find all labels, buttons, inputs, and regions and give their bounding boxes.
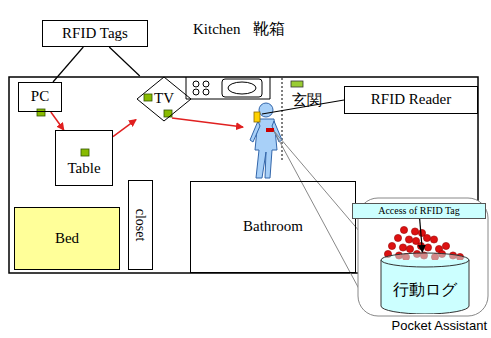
furniture-box: Table — [55, 130, 113, 186]
plan-label: 玄関 — [292, 92, 322, 109]
furniture-box: PC — [18, 82, 62, 112]
callout-box-text: RFID Reader — [371, 91, 451, 108]
rfid-reader-device — [254, 112, 260, 122]
plan-label: 靴箱 — [253, 20, 285, 38]
entrance-divider — [282, 78, 283, 160]
movement-arrow — [113, 120, 136, 137]
movement-arrow — [51, 112, 64, 130]
person-figure — [250, 103, 282, 178]
closet-box-text: closet — [132, 209, 148, 242]
cylinder-top — [381, 253, 469, 267]
connector-line — [109, 47, 140, 76]
access-box-text: Access of RFID Tag — [378, 205, 460, 217]
furniture-box-text: PC — [31, 88, 49, 105]
connector-line — [420, 219, 423, 252]
kitchen-fixtures — [186, 77, 270, 99]
rfid-tag-markers — [37, 94, 172, 156]
tv-diamond-text: TV — [154, 90, 174, 107]
callout-box: RFID Tags — [42, 20, 148, 47]
pocket-device — [266, 128, 274, 132]
room-box: Bathroom — [190, 181, 356, 273]
callout-box: RFID Reader — [344, 86, 478, 114]
tv-diamond: TV — [136, 76, 192, 122]
plan-label: Pocket Assistant — [392, 319, 487, 334]
furniture-box-text: Table — [67, 160, 100, 177]
cylinder-body — [381, 260, 469, 314]
shoe-box — [291, 81, 303, 87]
room-box-text: Bathroom — [243, 218, 303, 235]
callout-box-text: RFID Tags — [62, 25, 128, 42]
movement-arrow — [172, 118, 243, 127]
bed-box: Bed — [14, 207, 120, 270]
access-box: Access of RFID Tag — [352, 203, 486, 219]
connector-line — [53, 47, 83, 82]
closet-box: closet — [128, 180, 153, 270]
log-cylinder: 行動ログ — [380, 252, 470, 314]
plan-label: Kitchen — [193, 21, 240, 38]
diamond-shape — [137, 77, 191, 121]
bed-box-text: Bed — [55, 230, 79, 247]
log-cylinder-text: 行動ログ — [393, 281, 457, 299]
